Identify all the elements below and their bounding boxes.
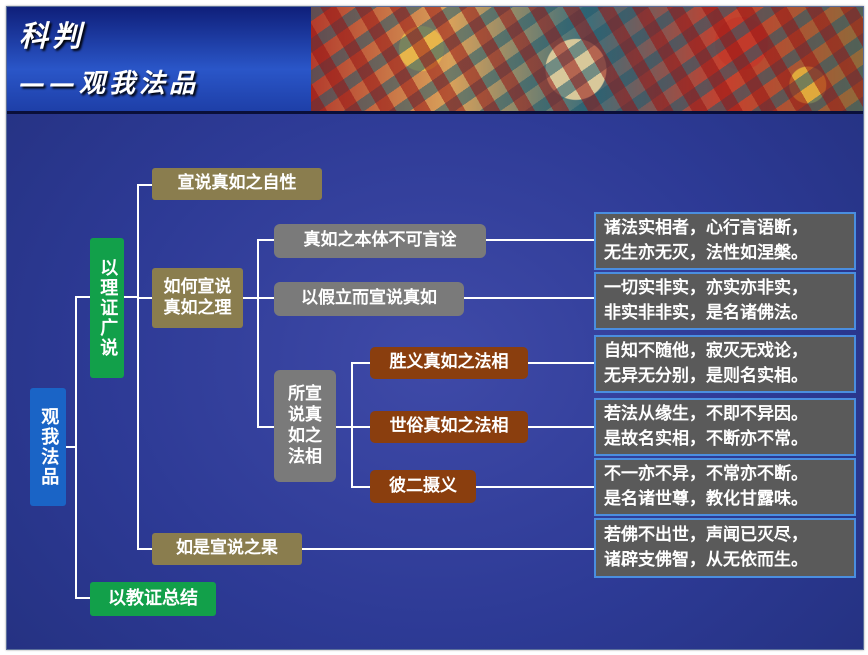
node-part1-c[interactable]: 如是宣说之果 [152, 533, 302, 565]
quote-2-line-2: 非实非非实，是名诸佛法。 [604, 303, 808, 323]
quote-6-line-2: 诸辟支佛智，从无依而生。 [604, 550, 808, 570]
page-title: 科判 [19, 19, 86, 53]
quote-6-line-1: 若佛不出世，声闻已灭尽， [604, 525, 808, 546]
node-b3[interactable]: 所宣说真如之法相 [274, 370, 336, 482]
node-part1-b[interactable]: 如何宣说真如之理 [152, 268, 243, 328]
page-subtitle: ——观我法品 [19, 69, 200, 99]
node-part2[interactable]: 以教证总结 [90, 582, 216, 616]
quote-box-2: 一切实非实，亦实亦非实， 非实非非实，是名诸佛法。 [594, 272, 856, 330]
node-x1[interactable]: 胜义真如之法相 [370, 347, 528, 379]
quote-1-line-1: 诸法实相者，心行言语断， [604, 218, 808, 239]
quote-1-line-2: 无生亦无灭，法性如涅槃。 [604, 243, 808, 263]
quote-box-6: 若佛不出世，声闻已灭尽， 诸辟支佛智，从无依而生。 [594, 518, 856, 578]
node-root[interactable]: 观我法品 [30, 388, 66, 506]
quote-2-line-1: 一切实非实，亦实亦非实， [604, 278, 808, 299]
header-divider [7, 111, 863, 114]
node-b2[interactable]: 以假立而宣说真如 [274, 282, 464, 316]
node-x2[interactable]: 世俗真如之法相 [370, 411, 528, 443]
thangka-art-image [311, 7, 863, 111]
quote-4-line-1: 若法从缘生，不即不异因。 [604, 404, 808, 425]
node-b1[interactable]: 真如之本体不可言诠 [274, 224, 486, 258]
quote-box-3: 自知不随他，寂灭无戏论， 无异无分别，是则名实相。 [594, 335, 856, 393]
quote-4-line-2: 是故名实相，不断亦不常。 [604, 429, 808, 449]
quote-3-line-1: 自知不随他，寂灭无戏论， [604, 341, 808, 362]
quote-5-line-2: 是名诸世尊，教化甘露味。 [604, 489, 808, 509]
quote-5-line-1: 不一亦不异，不常亦不断。 [604, 464, 808, 485]
node-x3[interactable]: 彼二摄义 [370, 470, 476, 503]
quote-box-5: 不一亦不异，不常亦不断。 是名诸世尊，教化甘露味。 [594, 458, 856, 516]
node-part1[interactable]: 以理证广说 [90, 238, 124, 378]
quote-box-4: 若法从缘生，不即不异因。 是故名实相，不断亦不常。 [594, 398, 856, 456]
quote-3-line-2: 无异无分别，是则名实相。 [604, 366, 808, 386]
node-part1-a[interactable]: 宣说真如之自性 [152, 168, 322, 200]
quote-box-1: 诸法实相者，心行言语断， 无生亦无灭，法性如涅槃。 [594, 212, 856, 270]
